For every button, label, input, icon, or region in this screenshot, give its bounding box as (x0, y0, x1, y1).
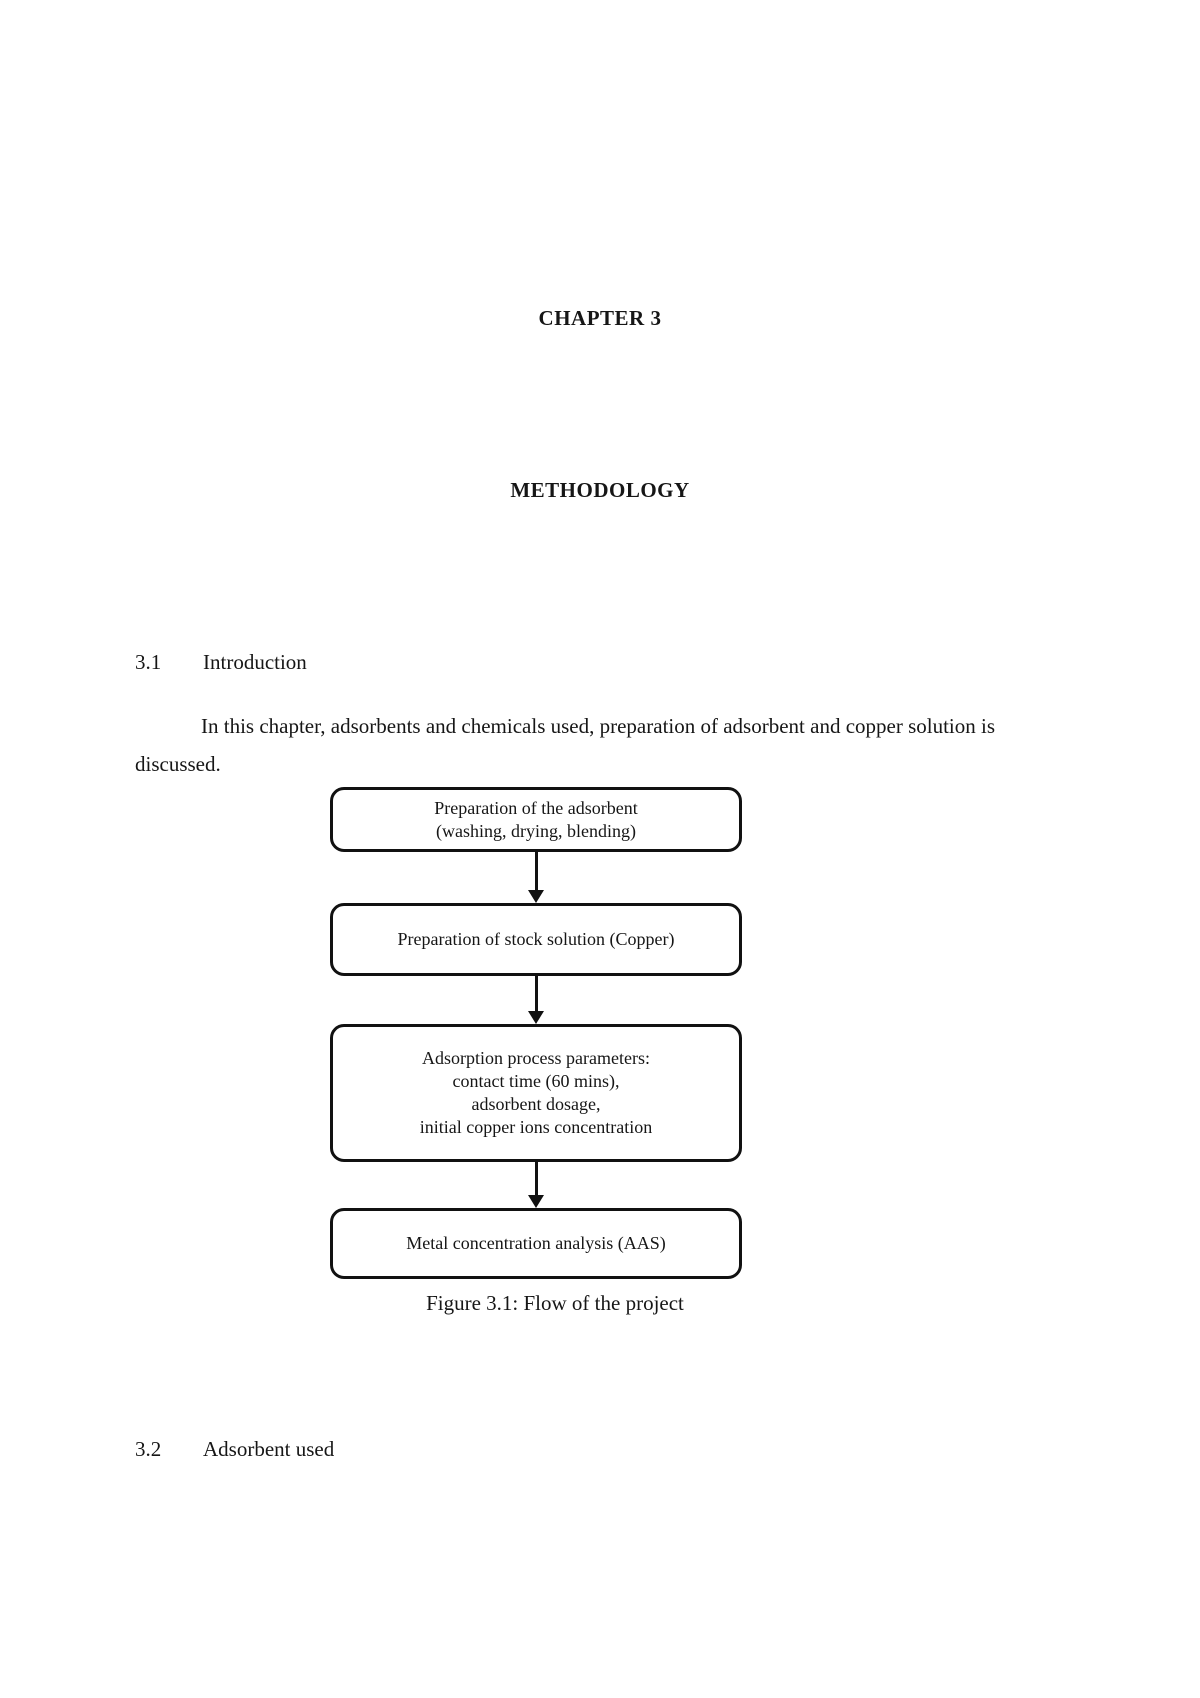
arrow-head (528, 890, 544, 903)
flowchart-step-adsorption-parameters: Adsorption process parameters: contact t… (330, 1024, 742, 1162)
section-number: 3.1 (135, 650, 162, 674)
flowchart-figure: Preparation of the adsorbent (washing, d… (330, 787, 742, 1279)
flowchart-step-preparation-adsorbent: Preparation of the adsorbent (washing, d… (330, 787, 742, 852)
page-title: METHODOLOGY (510, 478, 690, 502)
chapter-heading: CHAPTER 3 (538, 306, 662, 330)
section-title: Adsorbent used (203, 1437, 335, 1461)
arrow-shaft (534, 852, 538, 890)
section-heading-introduction: 3.1 Introduction (135, 650, 307, 675)
flowchart-step-stock-solution: Preparation of stock solution (Copper) (330, 903, 742, 976)
down-arrow-icon (330, 852, 742, 903)
flowchart-step-metal-analysis: Metal concentration analysis (AAS) (330, 1208, 742, 1279)
arrow-shaft (534, 1162, 538, 1195)
section-title: Introduction (203, 650, 307, 674)
arrow-head (528, 1011, 544, 1024)
figure-caption: Figure 3.1: Flow of the project (426, 1291, 684, 1315)
arrow-shaft (534, 976, 538, 1011)
section-heading-adsorbent-used: 3.2 Adsorbent used (135, 1437, 334, 1462)
section-number: 3.2 (135, 1437, 162, 1461)
arrow-head (528, 1195, 544, 1208)
down-arrow-icon (330, 1162, 742, 1208)
intro-paragraph: In this chapter, adsorbents and chemical… (135, 714, 996, 776)
down-arrow-icon (330, 976, 742, 1024)
